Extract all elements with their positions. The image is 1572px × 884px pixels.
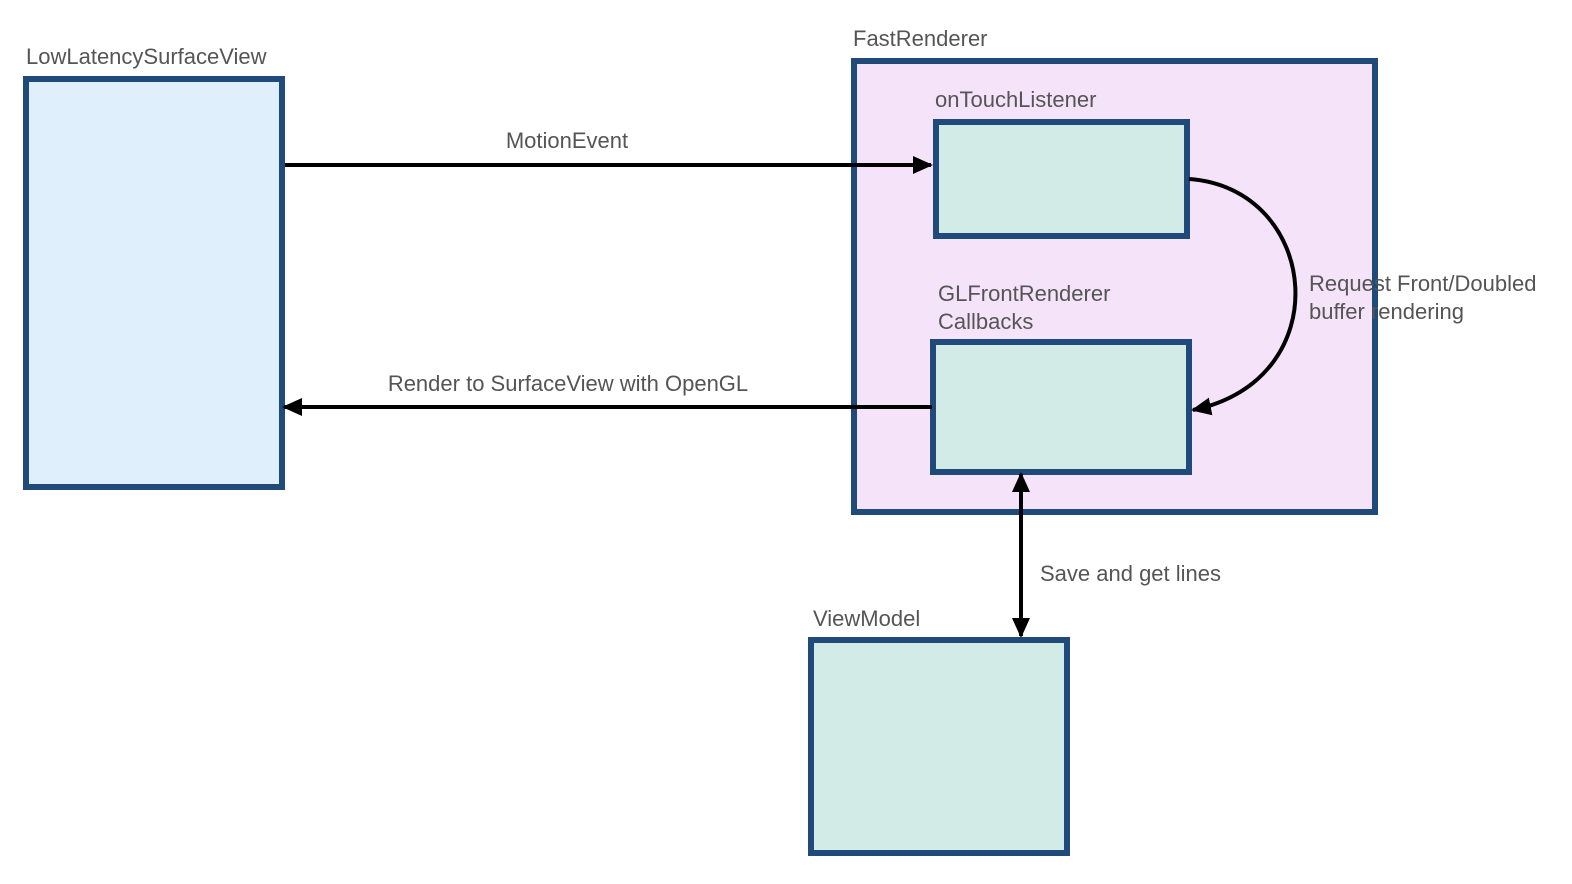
- on-touch-listener-label: onTouchListener: [935, 87, 1096, 112]
- motion-event-label: MotionEvent: [506, 128, 628, 153]
- view-model-box[interactable]: [808, 637, 1070, 856]
- low-latency-surface-view-label: LowLatencySurfaceView: [26, 44, 267, 69]
- view-model-label: ViewModel: [813, 606, 920, 631]
- request-rendering-label-line1: Request Front/Doubled: [1309, 271, 1536, 296]
- on-touch-listener-box[interactable]: [933, 119, 1190, 239]
- fast-renderer-label: FastRenderer: [853, 26, 988, 51]
- low-latency-surface-view-box[interactable]: [23, 76, 285, 490]
- save-and-get-lines-label: Save and get lines: [1040, 561, 1221, 586]
- gl-front-renderer-label-line1: GLFrontRenderer: [938, 281, 1110, 306]
- request-rendering-arrow: [1188, 177, 1298, 416]
- gl-front-renderer-label-line2: Callbacks: [938, 309, 1033, 334]
- render-to-surface-label: Render to SurfaceView with OpenGL: [388, 371, 748, 396]
- request-rendering-label-line2: buffer rendering: [1309, 299, 1464, 324]
- gl-front-renderer-box[interactable]: [930, 339, 1192, 475]
